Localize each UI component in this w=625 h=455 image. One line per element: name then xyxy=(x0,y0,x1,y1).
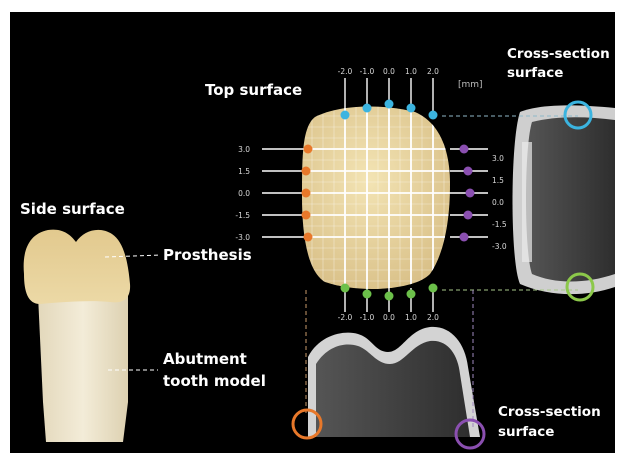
marker-left xyxy=(304,233,313,242)
marker-right xyxy=(466,189,475,198)
marker-bottom xyxy=(429,284,438,293)
tick-label-top: 0.0 xyxy=(383,67,395,76)
tick-label-right: 1.5 xyxy=(492,176,504,185)
tick-label-left: 1.5 xyxy=(238,167,250,176)
side-surface-tooth xyxy=(24,230,130,442)
prosthesis-label: Prosthesis xyxy=(163,246,252,264)
marker-top xyxy=(407,104,416,113)
unit-label: [mm] xyxy=(458,80,483,90)
top-surface-label: Top surface xyxy=(205,81,302,99)
tick-label-bottom: -1.0 xyxy=(360,313,375,322)
marker-left xyxy=(302,167,311,176)
marker-right xyxy=(464,167,473,176)
tick-label-right: 3.0 xyxy=(492,154,504,163)
cross-section-bottom-label-line2: surface xyxy=(498,424,554,440)
tick-label-bottom: 2.0 xyxy=(427,313,439,322)
marker-top xyxy=(429,111,438,120)
prosthesis-crown xyxy=(24,230,130,304)
tick-label-left: -1.5 xyxy=(235,211,250,220)
tick-label-right: 0.0 xyxy=(492,198,504,207)
abutment-label-line1: Abutment xyxy=(163,350,247,368)
cross-section-top-label-line1: Cross-section xyxy=(507,46,610,62)
diagram-canvas: Top surface Side surface Prosthesis Abut… xyxy=(10,12,615,453)
tick-label-bottom: -2.0 xyxy=(338,313,353,322)
tick-label-top: 1.0 xyxy=(405,67,417,76)
marker-top xyxy=(385,100,394,109)
figure-frame: Top surface Side surface Prosthesis Abut… xyxy=(10,12,615,453)
marker-bottom xyxy=(341,284,350,293)
abutment-label-line2: tooth model xyxy=(163,372,266,390)
marker-right xyxy=(460,145,469,154)
abutment-body xyxy=(38,295,128,442)
tick-label-left: 3.0 xyxy=(238,145,250,154)
marker-left xyxy=(302,189,311,198)
cross-section-bottom-label-line1: Cross-section xyxy=(498,404,601,420)
marker-right xyxy=(464,211,473,220)
marker-right xyxy=(460,233,469,242)
cross-section-top-label-line2: surface xyxy=(507,65,563,81)
tick-label-top: -2.0 xyxy=(338,67,353,76)
marker-top xyxy=(341,111,350,120)
marker-left xyxy=(304,145,313,154)
marker-bottom xyxy=(363,290,372,299)
marker-top xyxy=(363,104,372,113)
marker-bottom xyxy=(385,292,394,301)
cross-section-bottom-image xyxy=(308,327,480,437)
tick-label-top: 2.0 xyxy=(427,67,439,76)
tick-label-left: 0.0 xyxy=(238,189,250,198)
tick-label-bottom: 0.0 xyxy=(383,313,395,322)
side-surface-label: Side surface xyxy=(20,200,125,218)
marker-left xyxy=(302,211,311,220)
tick-label-right: -3.0 xyxy=(492,242,507,251)
cross-section-right-image xyxy=(513,105,616,294)
tick-label-left: -3.0 xyxy=(235,233,250,242)
tick-label-bottom: 1.0 xyxy=(405,313,417,322)
marker-bottom xyxy=(407,290,416,299)
tick-label-right: -1.5 xyxy=(492,220,507,229)
tick-label-top: -1.0 xyxy=(360,67,375,76)
top-surface-crown xyxy=(295,100,455,300)
